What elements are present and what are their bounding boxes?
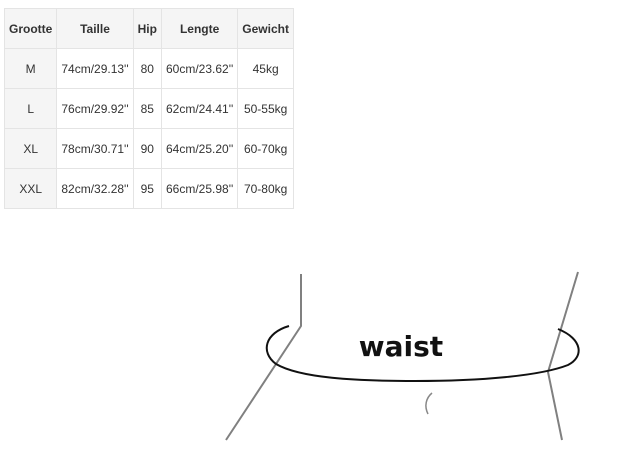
cell-weight: 70-80kg (237, 168, 294, 209)
cell-size: XL (3, 128, 58, 169)
header-waist: Taille (56, 8, 134, 49)
cell-hip: 95 (132, 168, 162, 209)
header-weight: Gewicht (237, 8, 294, 49)
header-hip: Hip (132, 8, 162, 49)
table-row: XXL 82cm/32.28'' 95 66cm/25.98'' 70-80kg (3, 168, 294, 209)
header-size: Grootte (3, 8, 58, 49)
cell-size: M (3, 48, 58, 89)
cell-hip: 80 (132, 48, 162, 89)
cell-size: L (3, 88, 58, 129)
cell-waist: 76cm/29.92'' (56, 88, 134, 129)
table-row: XL 78cm/30.71'' 90 64cm/25.20'' 60-70kg (3, 128, 294, 169)
garment-left-edge (225, 274, 302, 441)
cell-length: 64cm/25.20'' (160, 128, 239, 169)
cell-waist: 82cm/32.28'' (56, 168, 134, 209)
waist-measurement-diagram: waist (0, 230, 633, 474)
table-row: M 74cm/29.13'' 80 60cm/23.62'' 45kg (3, 48, 294, 89)
cell-waist: 78cm/30.71'' (56, 128, 134, 169)
waist-label: waist (359, 330, 443, 363)
cell-length: 66cm/25.98'' (160, 168, 239, 209)
seam-curve (425, 392, 433, 415)
cell-waist: 74cm/29.13'' (56, 48, 134, 89)
header-length: Lengte (160, 8, 239, 49)
cell-weight: 45kg (237, 48, 294, 89)
size-chart-table: Grootte Taille Hip Lengte Gewicht M 74cm… (3, 8, 294, 209)
table-row: L 76cm/29.92'' 85 62cm/24.41'' 50-55kg (3, 88, 294, 129)
cell-length: 62cm/24.41'' (160, 88, 239, 129)
garment-outline-drawing: waist (225, 271, 580, 441)
cell-length: 60cm/23.62'' (160, 48, 239, 89)
table-header-row: Grootte Taille Hip Lengte Gewicht (3, 8, 294, 49)
cell-weight: 60-70kg (237, 128, 294, 169)
cell-size: XXL (3, 168, 58, 209)
cell-hip: 90 (132, 128, 162, 169)
cell-hip: 85 (132, 88, 162, 129)
waist-measure-ellipse (265, 325, 580, 383)
garment-right-edge (546, 271, 579, 441)
cell-weight: 50-55kg (237, 88, 294, 129)
